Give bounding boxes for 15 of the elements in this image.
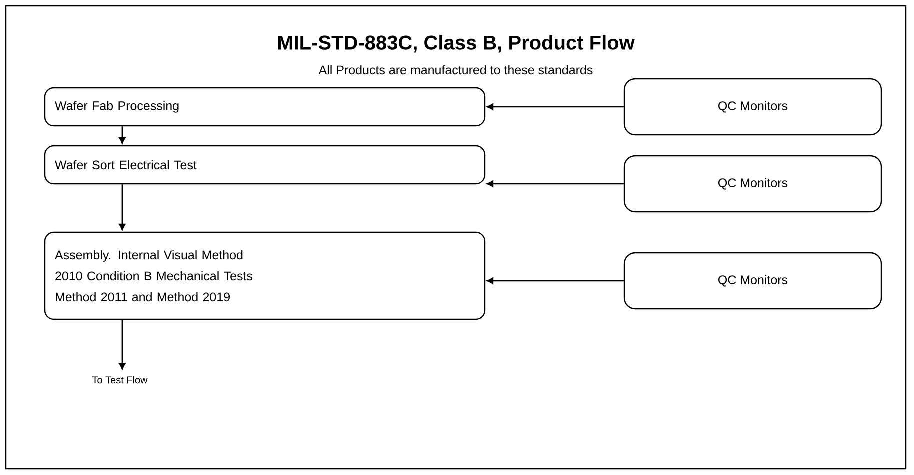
arrow — [486, 180, 624, 188]
title: MIL-STD-883C, Class B, Product Flow — [278, 35, 635, 53]
monitor-box: QC Monitors — [624, 252, 882, 310]
arrow — [486, 278, 624, 284]
process-box: Wafer Sort Electrical Test — [44, 145, 486, 185]
arrow — [119, 320, 126, 370]
arrow — [119, 184, 126, 231]
monitor-box: QC Monitors — [624, 155, 882, 213]
process-box: Assembly. Internal Visual Method 2010 Condition B Mechanical Tests Method 2011 and Method 2019 — [44, 232, 486, 320]
process-box: Wafer Fab Processing — [44, 87, 486, 127]
subtitle: All Products are manufactured to these standards — [318, 65, 593, 75]
flow-label: To Test Flow — [92, 376, 148, 384]
monitor-box: QC Monitors — [624, 78, 882, 136]
arrow — [119, 126, 126, 144]
arrow — [486, 104, 624, 110]
